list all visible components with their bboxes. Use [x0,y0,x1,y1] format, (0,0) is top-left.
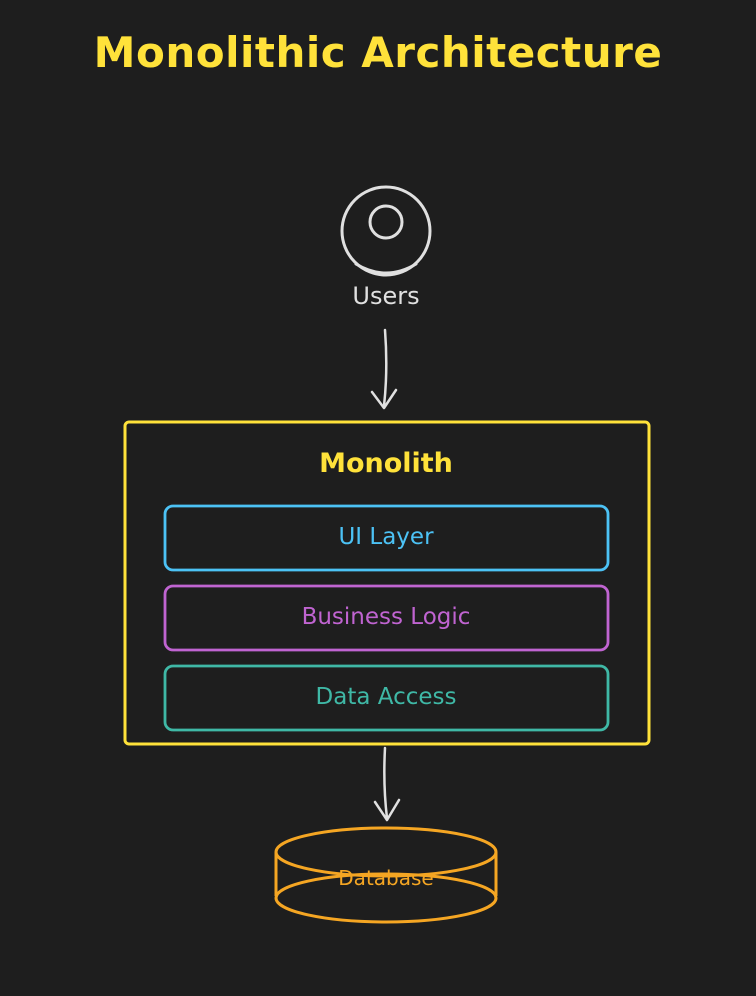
database-icon [274,826,498,924]
arrow-monolith-to-database [373,746,401,822]
user-icon [340,185,432,277]
layer-box-ui [163,504,610,572]
arrow-users-to-monolith [370,328,398,410]
database-label: Database [338,866,434,890]
diagram-title: Monolithic Architecture [93,28,663,77]
layer-box-business [163,584,610,652]
layer-label-data: Data Access [315,684,457,710]
monolith-box [123,420,651,746]
layer-label-business: Business Logic [301,604,471,630]
layer-box-data [163,664,610,732]
layer-label-ui: UI Layer [338,524,434,550]
monolith-label: Monolith [319,448,453,479]
users-label: Users [352,282,420,310]
